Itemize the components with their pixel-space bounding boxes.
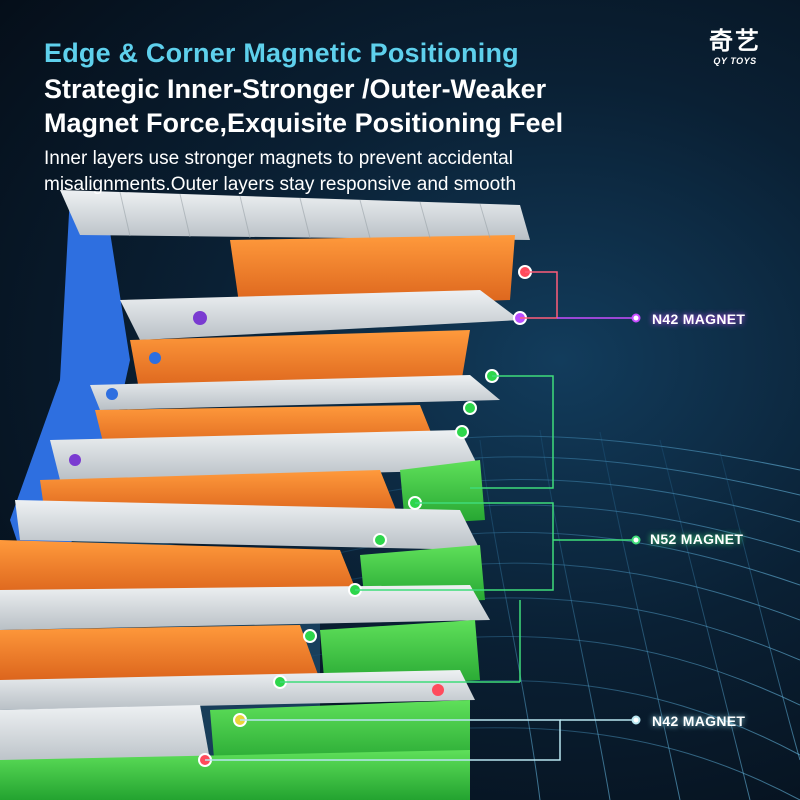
callout-connector-top — [520, 271, 558, 319]
description: Inner layers use stronger magnets to pre… — [44, 148, 517, 195]
callout-label-bottom: N42 MAGNET — [652, 713, 746, 729]
callout-label-middle: N52 MAGNET — [650, 531, 744, 547]
brand-name-en: QY TOYS — [713, 56, 757, 66]
layer-6 — [0, 585, 490, 690]
callout-label-top: N42 MAGNET — [652, 311, 746, 327]
brand-logo: 奇艺 QY TOYS — [700, 28, 770, 66]
brand-name-cn: 奇艺 — [709, 28, 761, 55]
callout-connector-mid-upper — [470, 375, 554, 489]
layer-8 — [0, 750, 470, 800]
headline: Edge & Corner Magnetic Positioning — [44, 38, 519, 68]
subheadline: Strategic Inner-Stronger /Outer-Weaker M… — [44, 74, 564, 138]
callout-connector-mid-lower — [355, 502, 554, 591]
callout-connector-bottom — [205, 719, 561, 761]
